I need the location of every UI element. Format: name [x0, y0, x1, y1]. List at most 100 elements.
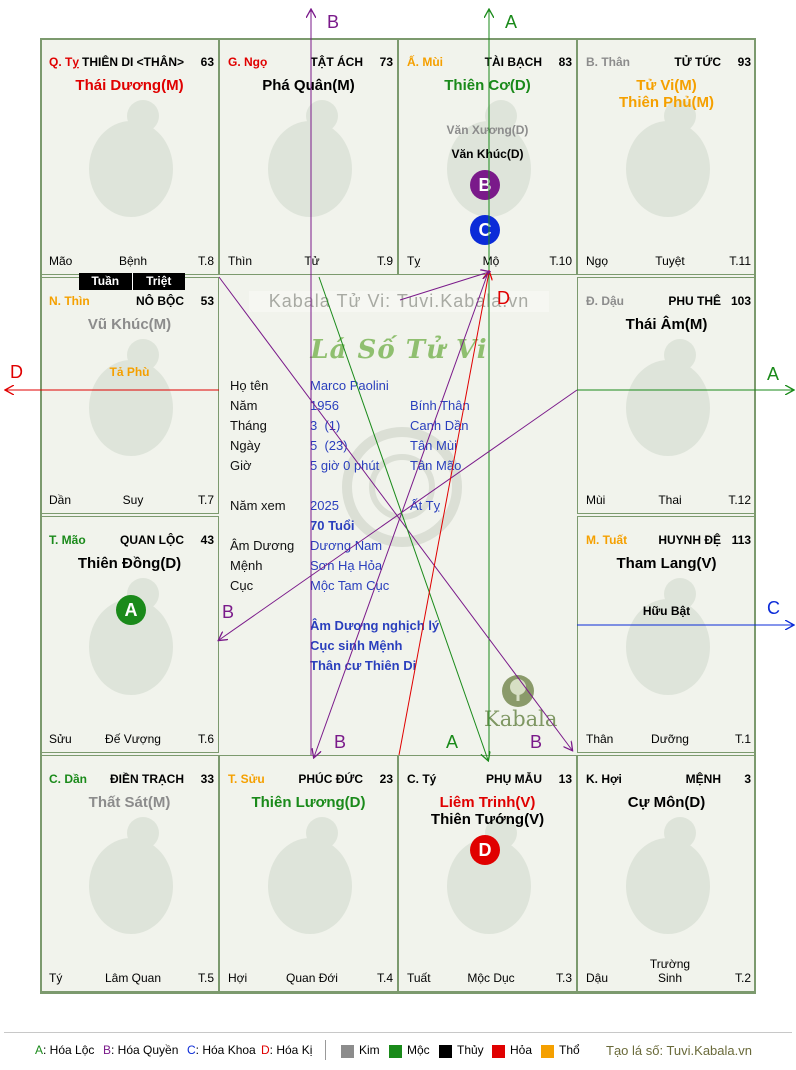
cell-period: T.5 [197, 971, 214, 985]
hoa-khoa-badge: C [470, 215, 500, 245]
legend-hoa-quyen-key: B [103, 1043, 112, 1057]
cell-life-stage: Suy [122, 493, 144, 507]
arrow-label-bottom-b2: B [530, 732, 543, 752]
legend-hoa-loc-text: : Hóa Lộc [43, 1043, 95, 1057]
swatch-thuy [439, 1045, 452, 1058]
swatch-tho [541, 1045, 554, 1058]
palace-branch: M. Tuất [586, 533, 628, 547]
zodiac-animal-watermark-icon [268, 817, 352, 934]
cell-life-stage: Tử [304, 254, 320, 268]
legend-hoa-khoa-key: C [187, 1043, 196, 1057]
legend-kim: Kim [359, 1043, 380, 1057]
palace-age-number: 53 [200, 294, 214, 308]
cell-bottom-left: Dần [49, 493, 72, 507]
cell-bottom-left: Tuất [407, 971, 431, 985]
minor-star: Tả Phù [109, 365, 150, 379]
palace-name: HUYNH ĐỆ [658, 533, 721, 547]
cell-bottom-left: Ngọ [586, 254, 609, 268]
arrow-label-bottom-a: A [446, 732, 459, 752]
major-star: Thiên Lương(D) [251, 794, 366, 811]
legend-divider [4, 1032, 792, 1033]
palace-age-number: 23 [379, 772, 393, 786]
legend-thuy: Thủy [457, 1043, 484, 1057]
cell-period: T.12 [728, 493, 751, 507]
palace-age-number: 113 [731, 533, 751, 547]
arrow-label-center-d: D [497, 288, 510, 308]
major-star: Thất Sát(M) [88, 794, 171, 811]
cell-period: T.10 [549, 254, 572, 268]
palace-name: TỬ TỨC [674, 55, 721, 69]
legend-hoa-khoa: C: Hóa Khoa [187, 1043, 256, 1057]
minor-star: Văn Khúc(D) [451, 147, 524, 161]
palace-name: ĐIỀN TRẠCH [110, 772, 184, 786]
legend-separator [325, 1040, 326, 1060]
cell-bottom-left: Tỵ [407, 254, 421, 268]
month-value: 3 (1) [310, 418, 341, 433]
hoa-loc-badge: A [116, 595, 146, 625]
center-info-panel: Kabala Tử Vi: Tuvi.Kabala.vn Lá Số Tử Vi… [219, 277, 575, 755]
palace-name: TẬT ÁCH [310, 55, 363, 69]
day-canchi: Tân Mùi [410, 438, 457, 453]
age-value: 70 Tuổi [310, 518, 355, 533]
palace-age-number: 3 [744, 772, 751, 786]
cell-life-stage: Trường Sinh [649, 957, 691, 985]
cell-bottom-left: Dậu [586, 971, 609, 985]
palace-age-number: 63 [200, 55, 214, 69]
year-canchi: Bính Thân [410, 398, 470, 413]
menh-label: Mệnh [230, 558, 263, 573]
palace-branch: Q. Tỵ [49, 55, 80, 69]
palace-name: PHỤ MẪU [486, 772, 542, 786]
palace-age-number: 93 [737, 55, 751, 69]
year-label: Năm [230, 398, 258, 413]
cuc-value: Mộc Tam Cục [310, 578, 390, 593]
cell-bottom-left: Tý [49, 971, 63, 985]
cell-life-stage: Quan Đới [286, 971, 338, 985]
hour-value: 5 giờ 0 phút [310, 458, 380, 473]
cell-bottom-left: Thìn [228, 254, 253, 268]
major-star: Cự Môn(D) [627, 794, 706, 811]
major-star: Tham Lang(V) [616, 555, 717, 572]
cell-bottom-left: Thân [586, 732, 614, 746]
palace-age-number: 83 [558, 55, 572, 69]
cell-life-stage: Thai [658, 493, 682, 507]
cell-life-stage: Dưỡng [651, 732, 689, 746]
palace-name: TÀI BẠCH [484, 55, 542, 69]
cell-period: T.9 [376, 254, 393, 268]
note-cuc: Cục sinh Mệnh [310, 638, 403, 653]
view-year-canchi: Ất Tỵ [410, 498, 441, 513]
arrow-label-bottom-b: B [334, 732, 347, 752]
palace-age-number: 103 [730, 294, 751, 308]
note-amduong: Âm Dương nghịch lý [310, 618, 440, 633]
footer-credit-link[interactable]: Tạo lá số: Tuvi.Kabala.vn [606, 1043, 752, 1058]
hour-label: Giờ [230, 458, 252, 473]
zodiac-animal-watermark-icon [89, 339, 173, 456]
legend-hoa-ki: D: Hóa Kị [261, 1043, 312, 1057]
cell-life-stage: Mộc Dục [467, 971, 515, 985]
major-star: Liêm Trinh(V) [439, 794, 536, 811]
palace-branch: K. Hợi [586, 772, 622, 786]
legend-tho: Thổ [559, 1043, 580, 1057]
tuan-triet-tag: Tuần Triệt [79, 273, 185, 290]
day-label: Ngày [230, 438, 261, 453]
palace-branch: Đ. Dậu [586, 294, 625, 308]
arrow-label-top-a: A [505, 12, 518, 32]
legend-hoa-loc: A: Hóa Lộc [35, 1043, 94, 1057]
cell-period: T.1 [734, 732, 751, 746]
palace-age-number: 13 [558, 772, 572, 786]
minor-star: Văn Xương(D) [446, 123, 529, 137]
palace-branch: N. Thìn [49, 294, 90, 308]
palace-age-number: 33 [200, 772, 214, 786]
legend-hoa-khoa-text: : Hóa Khoa [195, 1043, 256, 1057]
day-value: 5 (23) [310, 438, 348, 453]
cell-period: T.7 [197, 493, 214, 507]
center-title: Lá Số Tử Vi [310, 335, 488, 365]
cell-life-stage: Đế Vượng [105, 732, 161, 746]
